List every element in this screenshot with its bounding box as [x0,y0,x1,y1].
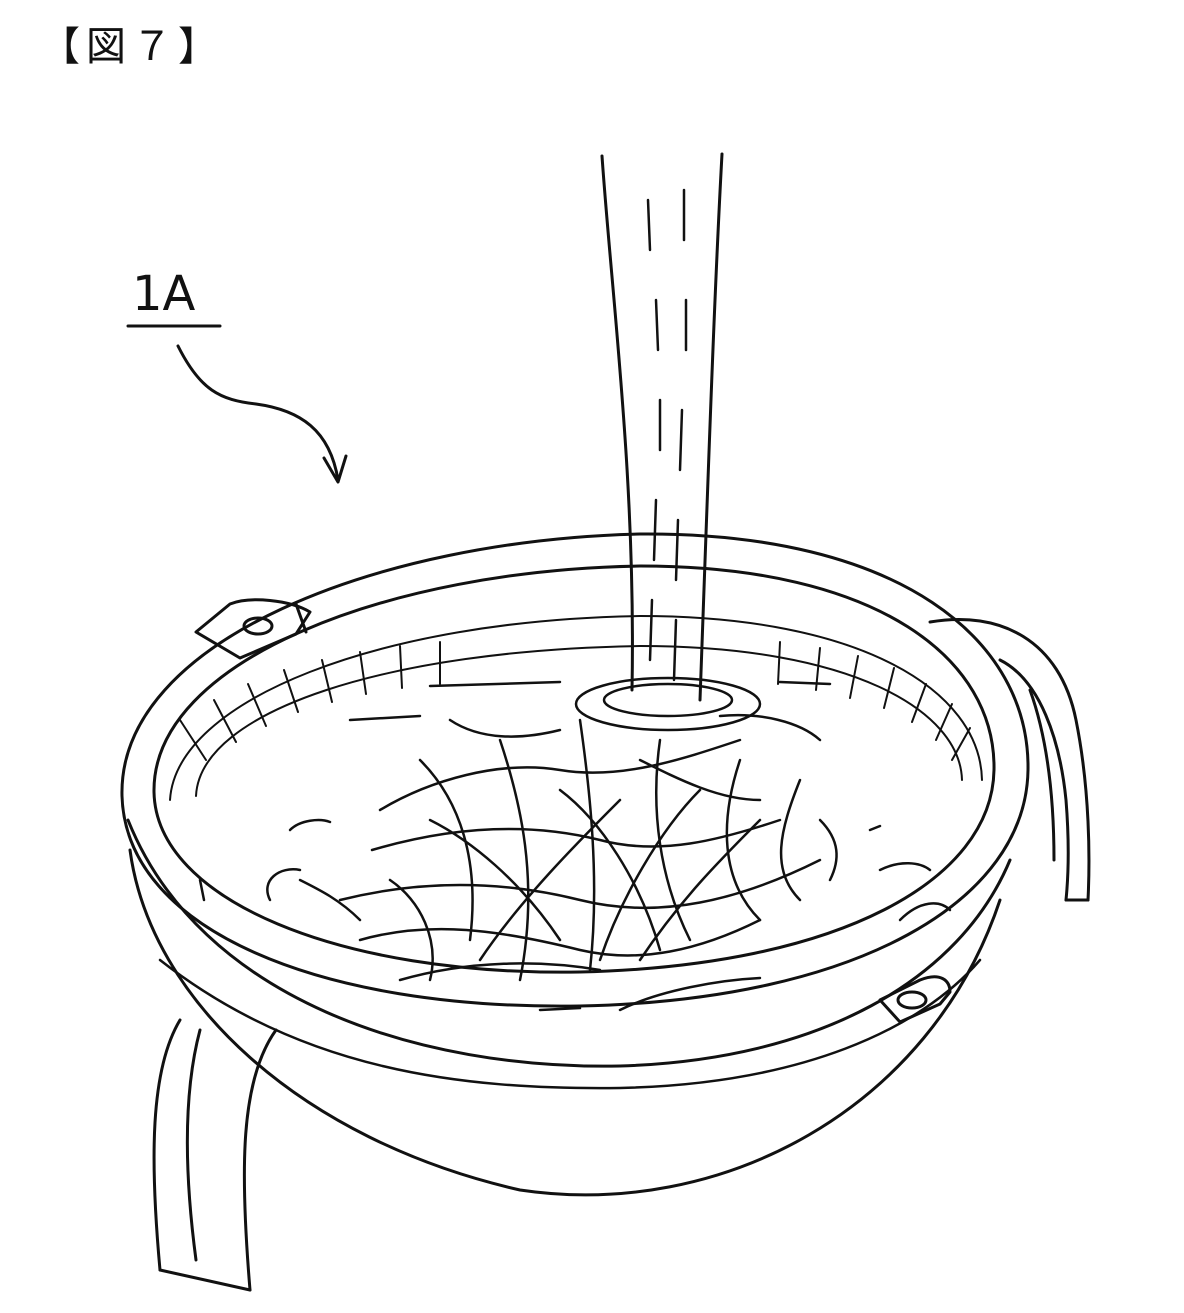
water-ripples [574,676,762,732]
bowl-rim-band [126,818,1012,1068]
right-handle [928,617,1091,902]
left-handle [152,1018,278,1292]
tab-left [194,598,312,660]
bowl [120,532,1030,1197]
leader-line [176,344,340,482]
bowl-rim-inner [152,564,996,974]
bowl-rim-band-lower [158,958,982,1090]
figure-title: 【図７】 [40,24,224,70]
water-stream [600,152,724,702]
noodles [298,718,838,982]
strainer-mesh [169,615,983,801]
leader-arrowhead [322,454,348,484]
bowl-body [128,848,1002,1197]
reference-label-1a: 1A [132,266,196,322]
bowl-rim-outer [120,532,1030,1008]
water-surface-lines [198,680,952,1012]
tab-right [878,975,952,1024]
